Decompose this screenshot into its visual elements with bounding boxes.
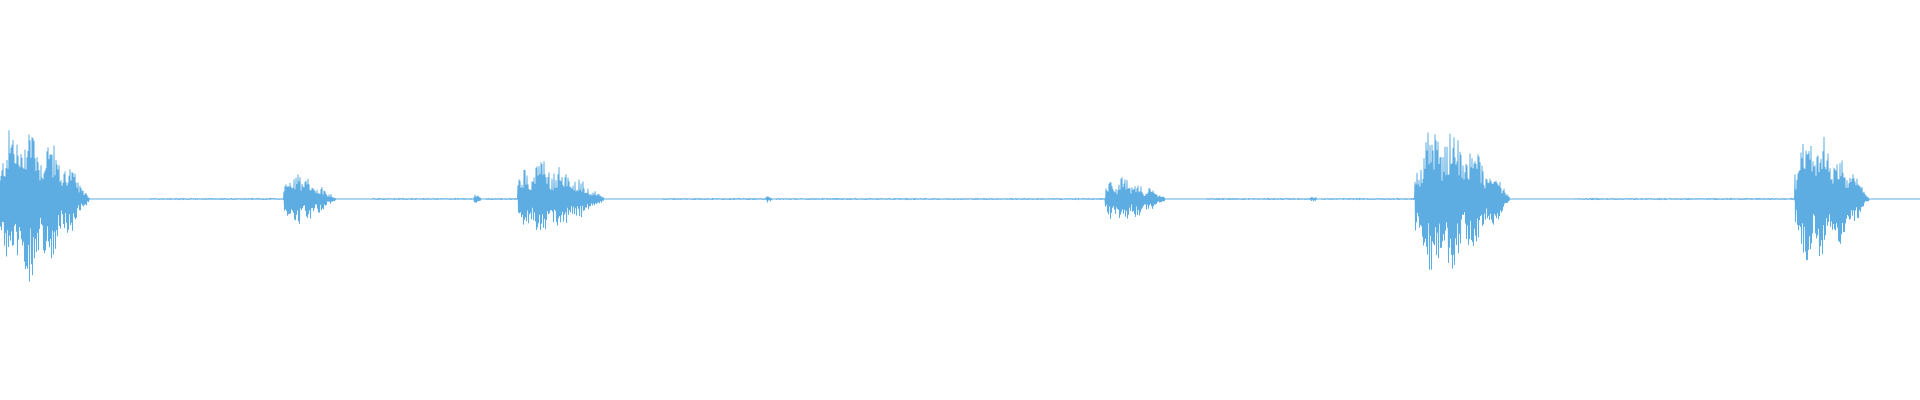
- waveform-signal: [0, 130, 1920, 282]
